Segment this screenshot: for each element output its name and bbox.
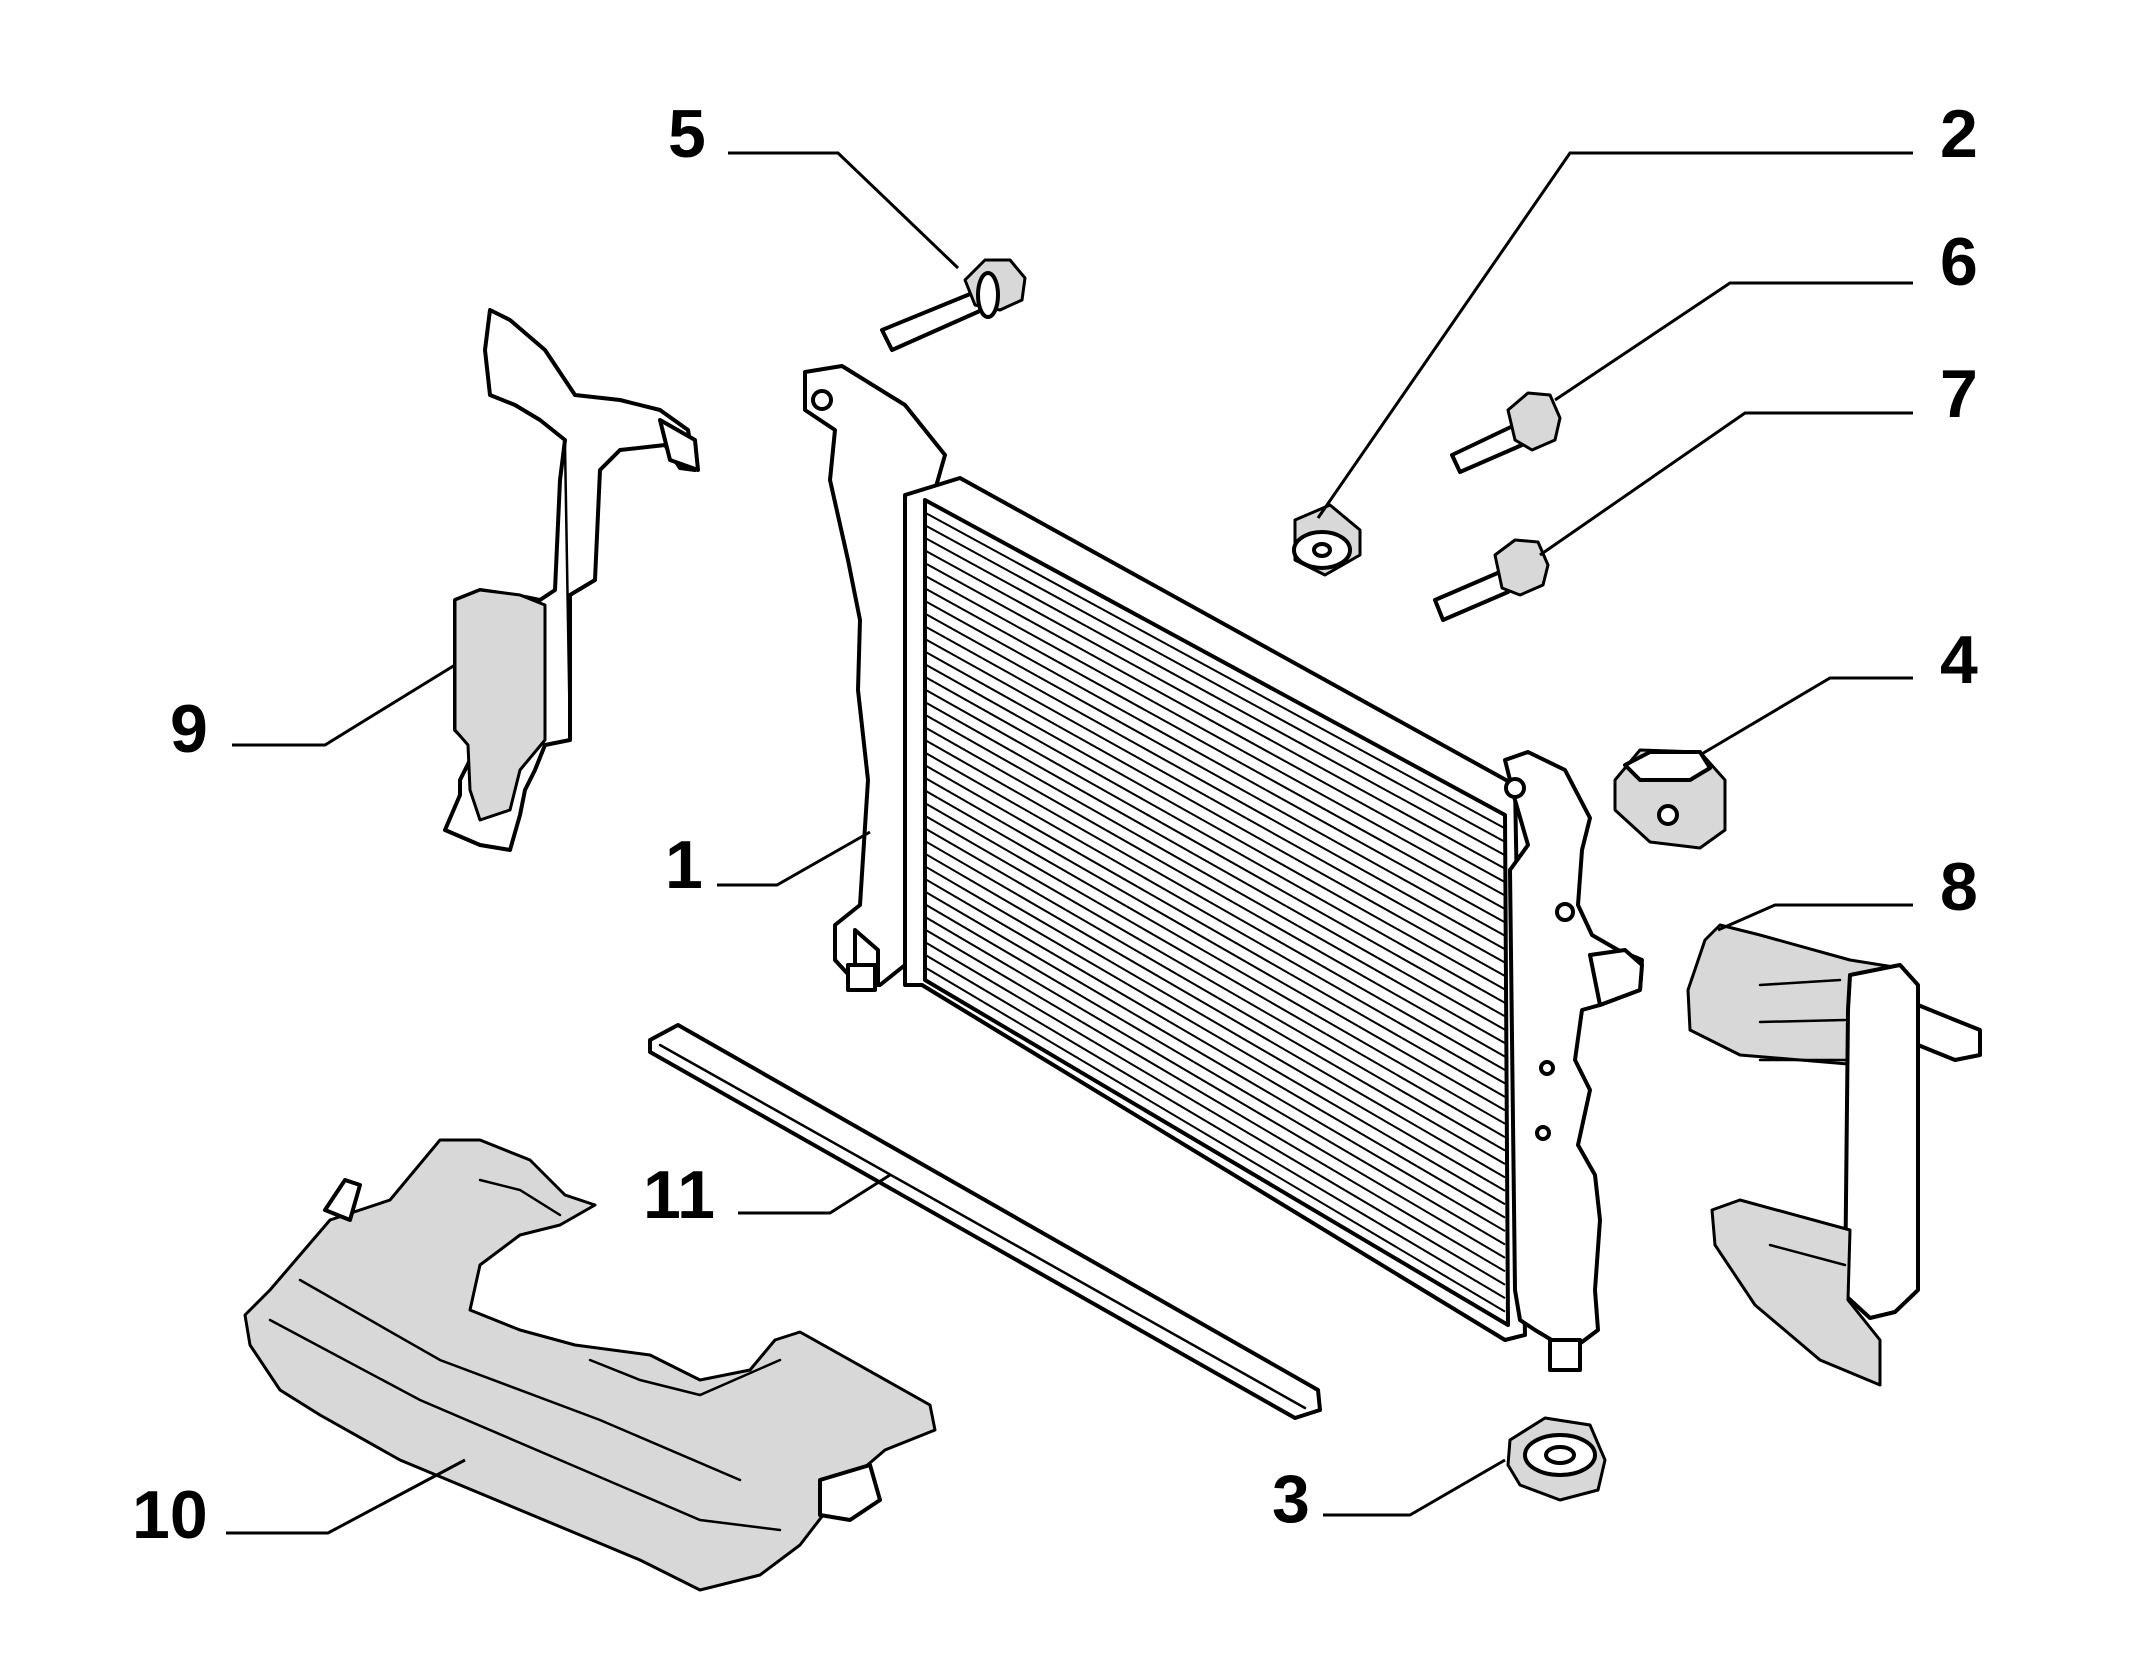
leader-10 (226, 1458, 466, 1535)
air-deflector-part-9 (443, 308, 700, 852)
leader-1 (717, 830, 871, 887)
callout-7: 7 (1940, 356, 1978, 432)
seal-strip-part-11 (648, 1023, 1322, 1420)
leader-3 (1323, 1458, 1506, 1517)
radiator-fin (924, 915, 1506, 1259)
callout-3: 3 (1272, 1461, 1310, 1537)
radiator-fin (924, 612, 1506, 937)
radiator-fin (924, 726, 1506, 1058)
radiator-fin (924, 890, 1506, 1232)
callout-4: 4 (1940, 622, 1978, 698)
radiator-fin (924, 928, 1506, 1273)
callout-labels: 1 2 3 4 5 6 7 8 9 10 11 (132, 96, 1978, 1553)
radiator-fin (924, 802, 1506, 1138)
leader-9 (232, 663, 456, 747)
radiator-fin (924, 878, 1506, 1219)
radiator-fin (924, 638, 1506, 964)
radiator-fin (924, 966, 1506, 1313)
radiator-fin (924, 675, 1506, 1004)
leader-6 (1554, 281, 1913, 402)
radiator-fin (924, 941, 1506, 1286)
rubber-pad-part-4 (1613, 748, 1727, 850)
callout-9: 9 (170, 691, 208, 767)
radiator-fin (924, 713, 1506, 1045)
radiator-fin (924, 840, 1506, 1179)
lower-shield-part-10 (243, 1138, 937, 1592)
callout-8: 8 (1940, 849, 1978, 925)
callout-1: 1 (665, 827, 703, 903)
radiator-fin (924, 865, 1506, 1206)
radiator-fin (924, 524, 1506, 843)
callout-10: 10 (132, 1477, 208, 1553)
radiator-fin (924, 814, 1506, 1152)
radiator-fin (924, 953, 1506, 1300)
leader-7 (1539, 411, 1913, 557)
radiator-part-1 (803, 364, 1644, 1372)
radiator-fin (924, 852, 1506, 1192)
radiator-fin (924, 688, 1506, 1018)
radiator-fin (924, 764, 1506, 1098)
radiator-fin (924, 739, 1506, 1071)
bolt-part-7 (1433, 538, 1550, 622)
leader-4 (1699, 676, 1913, 757)
leader-8 (1717, 903, 1913, 932)
radiator-fin (924, 511, 1506, 830)
radiator-fin (924, 574, 1506, 897)
radiator-fin (924, 549, 1506, 870)
leader-2 (1316, 151, 1913, 519)
radiator-fin (924, 650, 1506, 977)
air-deflector-part-8 (1686, 923, 1982, 1387)
radiator-fin (924, 751, 1506, 1085)
radiator-fin (924, 587, 1506, 910)
leader-lines (226, 151, 1913, 1535)
radiator-fin (924, 827, 1506, 1165)
radiator-fin (924, 701, 1506, 1031)
bolt-part-5 (880, 258, 1027, 352)
callout-6: 6 (1940, 224, 1978, 300)
radiator-fins (924, 511, 1506, 1313)
callout-2: 2 (1940, 96, 1978, 172)
leader-5 (728, 151, 960, 270)
radiator-fin (924, 663, 1506, 991)
radiator-fin (924, 562, 1506, 883)
leader-11 (738, 1173, 891, 1215)
callout-11: 11 (643, 1157, 715, 1233)
bolt-part-6 (1450, 391, 1562, 474)
radiator-fin (924, 789, 1506, 1125)
radiator-fin (924, 903, 1506, 1246)
rubber-bush-part-2 (1292, 503, 1362, 577)
callout-5: 5 (668, 96, 706, 172)
radiator-fin (924, 600, 1506, 924)
radiator-fin (924, 537, 1506, 857)
lower-mount-part-3 (1506, 1416, 1607, 1502)
radiator-fin (924, 777, 1506, 1112)
radiator-fin (924, 625, 1506, 951)
